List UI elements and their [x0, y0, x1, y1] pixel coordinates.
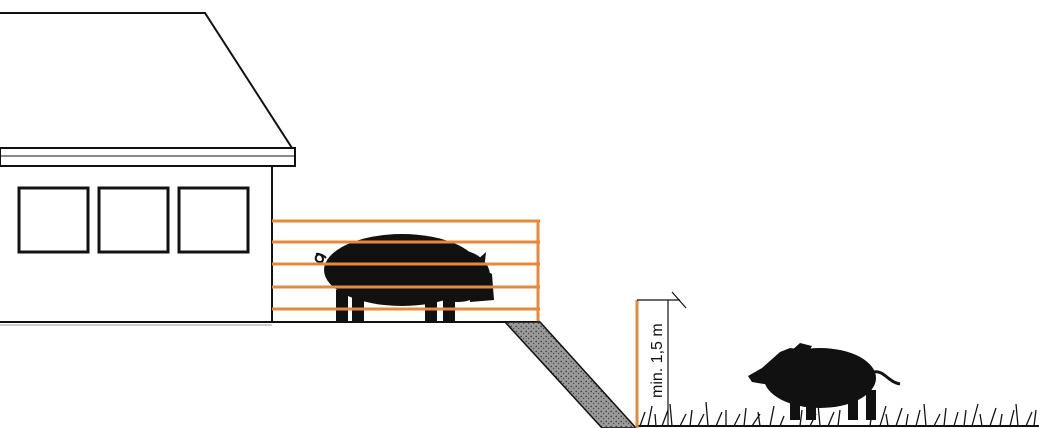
- height-dimension-label: min. 1,5 m: [649, 323, 666, 398]
- barn-eave: [0, 147, 296, 167]
- grass: [639, 401, 1037, 427]
- barn-window: [17, 186, 90, 254]
- ramp: [503, 321, 638, 428]
- height-dimension: [637, 291, 687, 426]
- barn-fence: [272, 219, 540, 322]
- barn-window: [97, 186, 170, 254]
- barn-roof: [0, 12, 293, 149]
- barn: [0, 12, 540, 326]
- barn-window: [177, 186, 250, 254]
- wild-boar-silhouette: [748, 343, 901, 420]
